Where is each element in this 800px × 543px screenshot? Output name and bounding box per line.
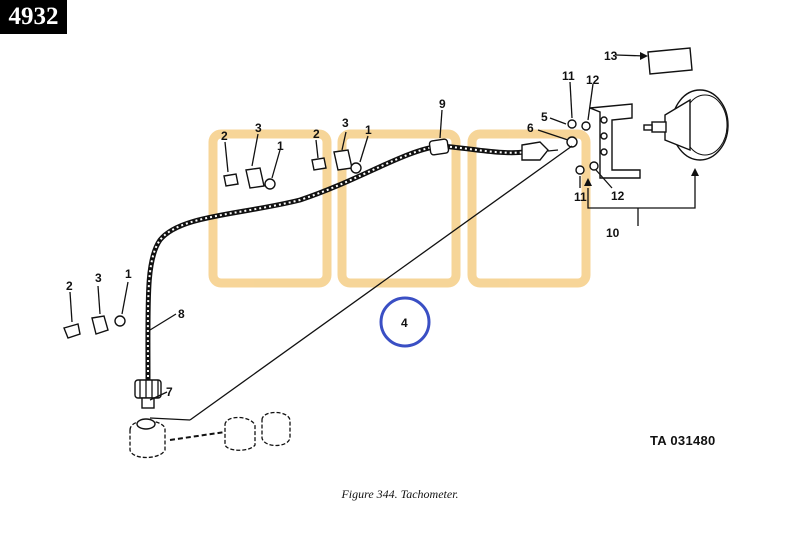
- callout-1: 1: [365, 123, 372, 137]
- callout-12: 12: [611, 189, 625, 203]
- page-number-badge: 4932: [0, 0, 67, 34]
- tachometer-cable: [134, 138, 559, 409]
- callout-6: 6: [527, 121, 534, 135]
- clamp-group-left: [63, 315, 126, 339]
- callout-4: 4: [401, 316, 408, 330]
- callout-12: 12: [586, 73, 600, 87]
- callout-3: 3: [342, 116, 349, 130]
- instruction-plate: [647, 47, 693, 75]
- callout-1: 1: [277, 139, 284, 153]
- callout-3: 3: [95, 271, 102, 285]
- callout-2: 2: [313, 127, 320, 141]
- clamp-group-right: [311, 149, 362, 174]
- highlight-circle: [379, 296, 431, 348]
- drive-adapter-assembly: [129, 411, 291, 459]
- mounting-bracket: [566, 103, 641, 179]
- tachometer-gauge: [643, 89, 729, 161]
- leader-lines: [69, 54, 696, 421]
- callout-9: 9: [439, 97, 446, 111]
- callout-10: 10: [606, 226, 620, 240]
- callout-7: 7: [166, 385, 173, 399]
- callout-3: 3: [255, 121, 262, 135]
- clamp-group-middle: [223, 167, 276, 190]
- callout-2: 2: [66, 279, 73, 293]
- callout-labels: 2 3 1 2 3 1 2 3 1 8 7 9 4 5 6 11 12 11 1…: [66, 49, 625, 399]
- callout-13: 13: [604, 49, 618, 63]
- callout-1: 1: [125, 267, 132, 281]
- callout-11: 11: [574, 190, 587, 204]
- figure-caption: Figure 344. Tachometer.: [341, 487, 459, 501]
- watermark-boxes: [208, 129, 591, 288]
- arrowheads: [584, 52, 699, 186]
- callout-11: 11: [562, 69, 575, 83]
- ta-reference-number: TA 031480: [650, 433, 716, 448]
- callout-2: 2: [221, 129, 228, 143]
- callout-5: 5: [541, 110, 548, 124]
- callout-8: 8: [178, 307, 185, 321]
